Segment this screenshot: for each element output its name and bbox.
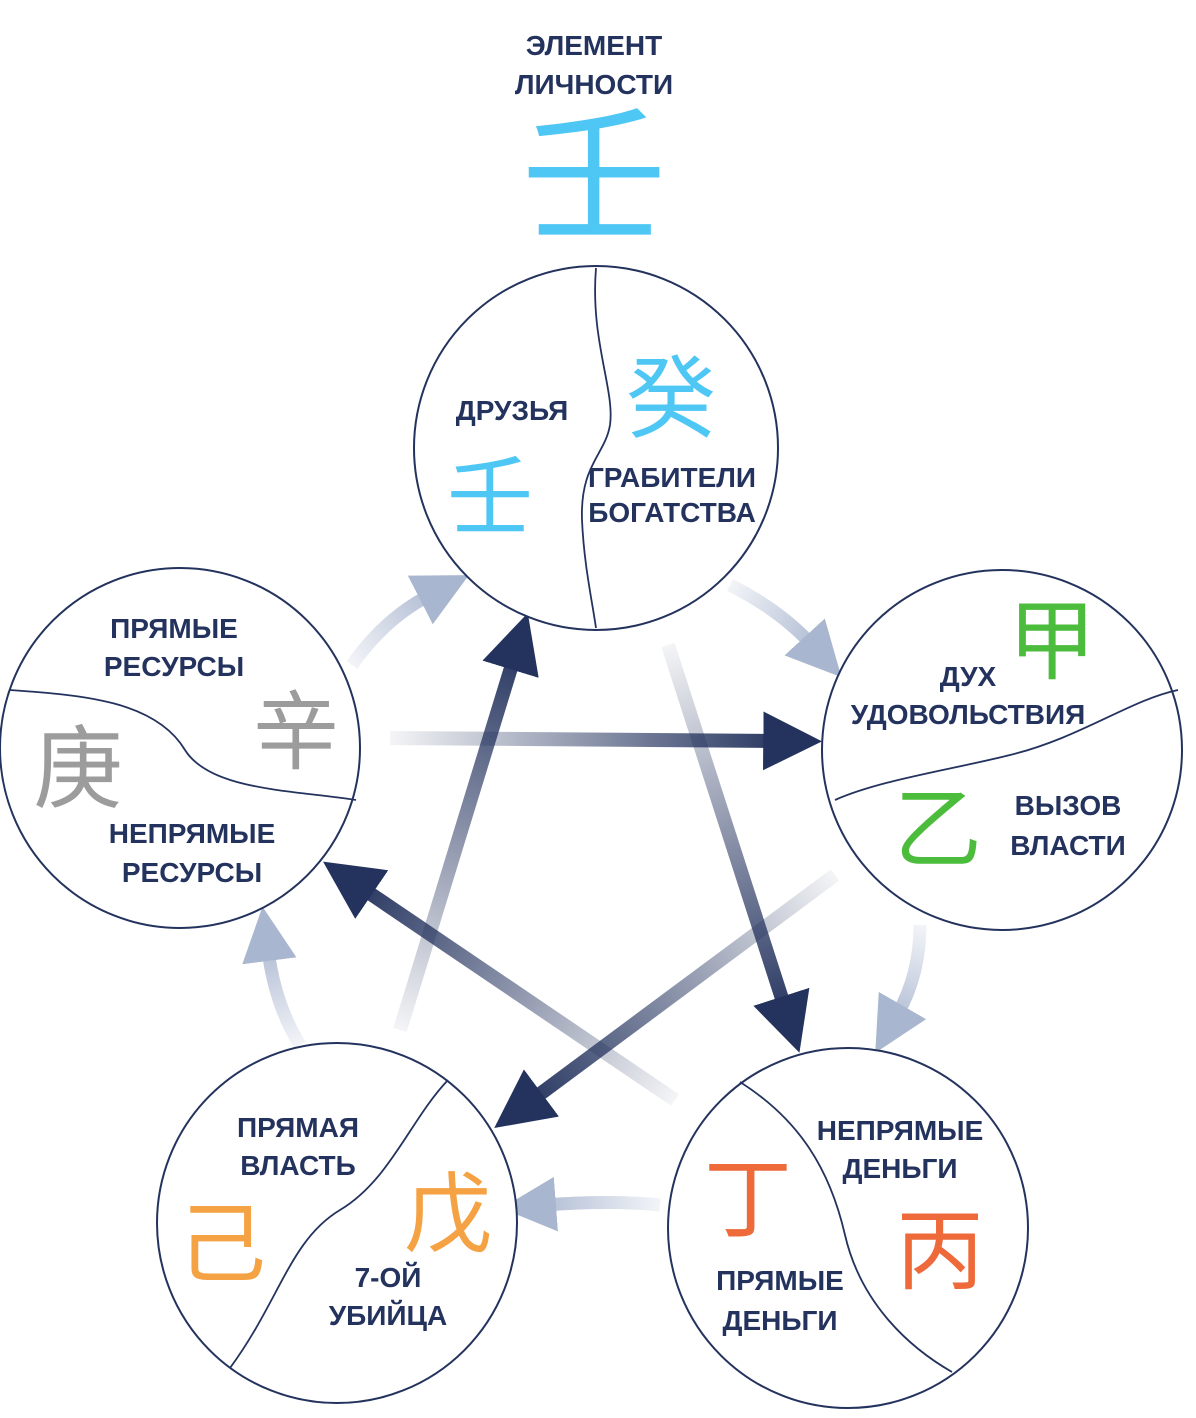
arrow-metal-to-water — [346, 575, 469, 669]
node-metal: ПРЯМЫЕ РЕСУРСЫ НЕПРЯМЫЕ РЕСУРСЫ 庚 辛 — [0, 567, 361, 929]
controlling-cycle — [323, 613, 840, 1129]
metal-divider — [9, 689, 357, 801]
personality-element-header: ЭЛЕМЕНТ ЛИЧНОСТИ 壬 — [515, 30, 673, 263]
wood-char-yin: 乙 — [894, 778, 982, 881]
arrow-water-to-fire — [661, 642, 810, 1053]
day-master-char: 壬 — [522, 94, 667, 263]
fire-label-direct-2: ДЕНЬГИ — [723, 1305, 838, 1336]
wood-label-pleasure-1: ДУХ — [940, 661, 997, 692]
earth-divider — [229, 1079, 449, 1369]
water-char-yang: 壬 — [447, 448, 533, 548]
earth-label-killer-1: 7-ОЙ — [355, 1261, 422, 1293]
metal-char-yin: 辛 — [253, 683, 339, 783]
water-char-yin: 癸 — [626, 347, 716, 452]
title-line-1: ЭЛЕМЕНТ — [526, 30, 663, 61]
metal-label-indirect-res-2: РЕСУРСЫ — [122, 857, 262, 888]
earth-label-direct-power-2: ВЛАСТЬ — [240, 1150, 355, 1181]
arrow-wood-to-earth — [494, 869, 840, 1129]
metal-char-yang: 庚 — [33, 717, 123, 822]
arrow-earth-to-metal — [242, 906, 306, 1049]
wood-label-pleasure-2: УДОВОЛЬСТВИЯ — [851, 699, 1086, 730]
earth-char-yang: 戊 — [404, 1163, 492, 1266]
arrow-metal-to-wood — [389, 711, 823, 771]
water-label-robbers-2: БОГАТСТВА — [588, 497, 756, 528]
earth-circle — [156, 1042, 518, 1404]
arrow-fire-to-metal — [323, 861, 679, 1106]
generating-cycle — [242, 575, 927, 1232]
wood-circle — [821, 569, 1183, 931]
wood-label-challenge-2: ВЛАСТИ — [1010, 830, 1125, 861]
fire-char-yang: 丙 — [896, 1200, 984, 1303]
fire-divider — [739, 1081, 953, 1373]
earth-label-direct-power-1: ПРЯМАЯ — [237, 1112, 359, 1143]
node-water: ДРУЗЬЯ ГРАБИТЕЛИ БОГАТСТВА 壬 癸 — [413, 265, 779, 631]
metal-label-direct-res-1: ПРЯМЫЕ — [110, 613, 238, 644]
arrow-wood-to-fire — [875, 924, 927, 1053]
fire-label-indirect-2: ДЕНЬГИ — [843, 1153, 958, 1184]
node-wood: ДУХ УДОВОЛЬСТВИЯ ВЫЗОВ ВЛАСТИ 甲 乙 — [821, 569, 1183, 931]
arrow-water-to-wood — [727, 579, 842, 678]
wood-divider — [834, 689, 1179, 801]
metal-label-direct-res-2: РЕСУРСЫ — [104, 651, 244, 682]
wood-char-yang: 甲 — [1008, 590, 1096, 693]
earth-label-killer-2: УБИЙЦА — [329, 1299, 447, 1331]
metal-circle — [0, 567, 361, 929]
wood-label-challenge-1: ВЫЗОВ — [1015, 790, 1122, 821]
metal-label-indirect-res-1: НЕПРЯМЫЕ — [109, 818, 276, 849]
fire-label-direct-1: ПРЯМЫЕ — [716, 1265, 844, 1296]
fire-char-yin: 丁 — [704, 1148, 792, 1251]
fire-circle — [667, 1047, 1029, 1409]
water-divider — [581, 267, 612, 629]
earth-char-yin: 己 — [178, 1193, 266, 1296]
water-label-robbers-1: ГРАБИТЕЛИ — [588, 462, 756, 493]
fire-label-indirect-1: НЕПРЯМЫЕ — [817, 1115, 984, 1146]
arrow-fire-to-earth — [501, 1176, 661, 1232]
water-circle — [413, 265, 779, 631]
water-label-friends: ДРУЗЬЯ — [456, 395, 568, 426]
node-earth: ПРЯМАЯ ВЛАСТЬ 7-ОЙ УБИЙЦА 戊 己 — [156, 1042, 518, 1404]
title-line-2: ЛИЧНОСТИ — [515, 69, 673, 100]
arrow-earth-to-water — [393, 613, 539, 1033]
node-fire: НЕПРЯМЫЕ ДЕНЬГИ ПРЯМЫЕ ДЕНЬГИ 丙 丁 — [667, 1047, 1029, 1409]
